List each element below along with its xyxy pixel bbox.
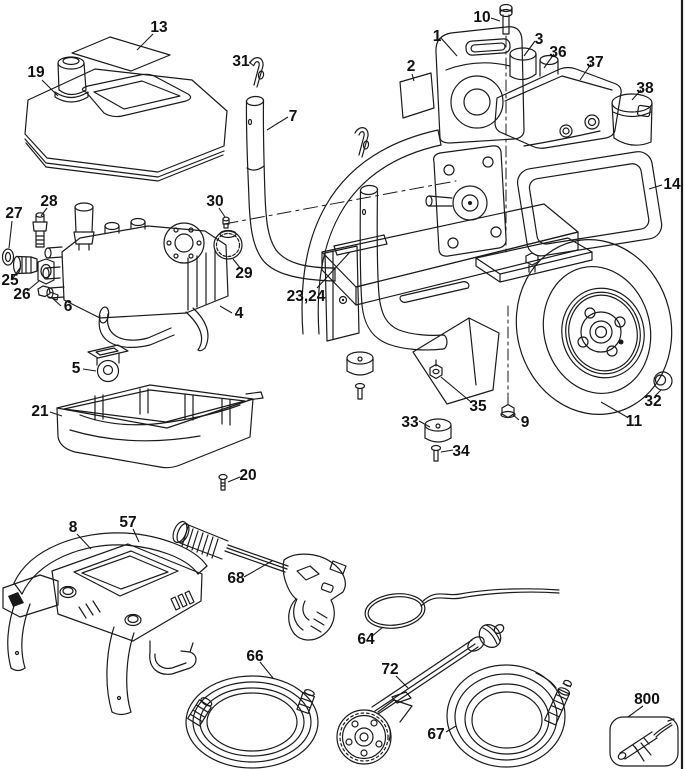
part-29-knob	[213, 229, 243, 260]
part-9-nut	[500, 305, 516, 419]
callout-4: 4	[235, 305, 244, 322]
part-13-sticker	[71, 36, 171, 72]
part-10-bolt	[499, 3, 513, 253]
callout-64: 64	[357, 631, 375, 648]
part-33-rubber-feet	[346, 351, 452, 443]
part-30-plug	[222, 216, 230, 229]
part-14-muffler-panel	[516, 151, 663, 257]
callout-6: 6	[64, 298, 73, 315]
callout-8: 8	[69, 519, 78, 536]
part-72-wand	[336, 624, 505, 765]
callout-1: 1	[433, 28, 442, 45]
callout-27: 27	[5, 205, 22, 222]
part-21-tray	[56, 384, 264, 469]
callout-32: 32	[644, 393, 661, 410]
part-8-handle-panel	[2, 532, 208, 716]
part-2-sticker	[399, 72, 435, 119]
callout-67: 67	[427, 726, 444, 743]
callout-14: 14	[663, 176, 681, 193]
part-66-hose	[185, 675, 319, 769]
part-36-cylinder	[539, 54, 559, 77]
part-67-garden-hose	[446, 664, 572, 768]
callout-34: 34	[452, 443, 470, 460]
part-1-engine	[435, 26, 525, 144]
part-32-hub-cap	[653, 371, 673, 391]
part-64-wire-loop	[364, 588, 560, 629]
part-800-nozzle-cleaner	[609, 716, 679, 767]
callout-31: 31	[232, 53, 250, 70]
part-19-tank-cover	[24, 56, 228, 182]
part-27-washer	[1, 248, 15, 266]
part-25-plug	[12, 255, 38, 275]
callout-19: 19	[27, 64, 45, 81]
callout-33: 33	[401, 414, 419, 431]
callout-57: 57	[119, 514, 136, 531]
callout-68: 68	[227, 570, 245, 587]
callout-72: 72	[381, 661, 398, 678]
callout-20: 20	[239, 467, 256, 484]
callout-25: 25	[1, 272, 19, 289]
part-37-valve-cover	[494, 66, 622, 149]
callout-2: 2	[407, 58, 416, 75]
part-68-spray-gun	[172, 520, 347, 641]
part-34-foot-bolts	[354, 382, 442, 462]
callout-5: 5	[72, 360, 81, 377]
callout-11: 11	[626, 413, 643, 430]
part-4-pump	[42, 202, 229, 352]
callout-36: 36	[549, 44, 567, 61]
callout-28: 28	[40, 193, 58, 210]
callout-66: 66	[246, 648, 264, 665]
part-3-cylinder	[509, 47, 537, 81]
part-28-valve	[32, 212, 48, 248]
part-31-clip	[249, 57, 370, 158]
callout-3: 3	[535, 31, 544, 48]
callout-37: 37	[586, 54, 603, 71]
part-11-wheel	[515, 239, 673, 415]
part-20-screw	[218, 473, 228, 491]
callout-38: 38	[636, 80, 654, 97]
callout-29: 29	[235, 265, 253, 282]
callout-9: 9	[521, 414, 530, 431]
callouts: 13 19 31 7 10 1 2 3 36 37 38 14 28 27 30…	[1, 9, 681, 743]
part-5-bracket	[87, 344, 129, 383]
leader-lines	[8, 17, 663, 733]
handle-tube-rear	[359, 184, 448, 351]
part-26-nut	[37, 258, 55, 285]
callout-30: 30	[206, 193, 223, 210]
callout-26: 26	[13, 286, 31, 303]
part-6-bolt	[37, 285, 59, 301]
callout-10: 10	[473, 9, 490, 26]
callout-21: 21	[31, 403, 49, 420]
callout-35: 35	[469, 398, 487, 415]
part-38-air-cleaner	[611, 93, 653, 146]
callout-13: 13	[150, 19, 168, 36]
callout-800: 800	[634, 691, 660, 708]
callout-23-24: 23,24	[287, 288, 326, 305]
part-35-nut	[429, 359, 443, 380]
part-7-handle-tube	[245, 95, 336, 282]
callout-7: 7	[289, 108, 298, 125]
frame	[223, 129, 579, 405]
